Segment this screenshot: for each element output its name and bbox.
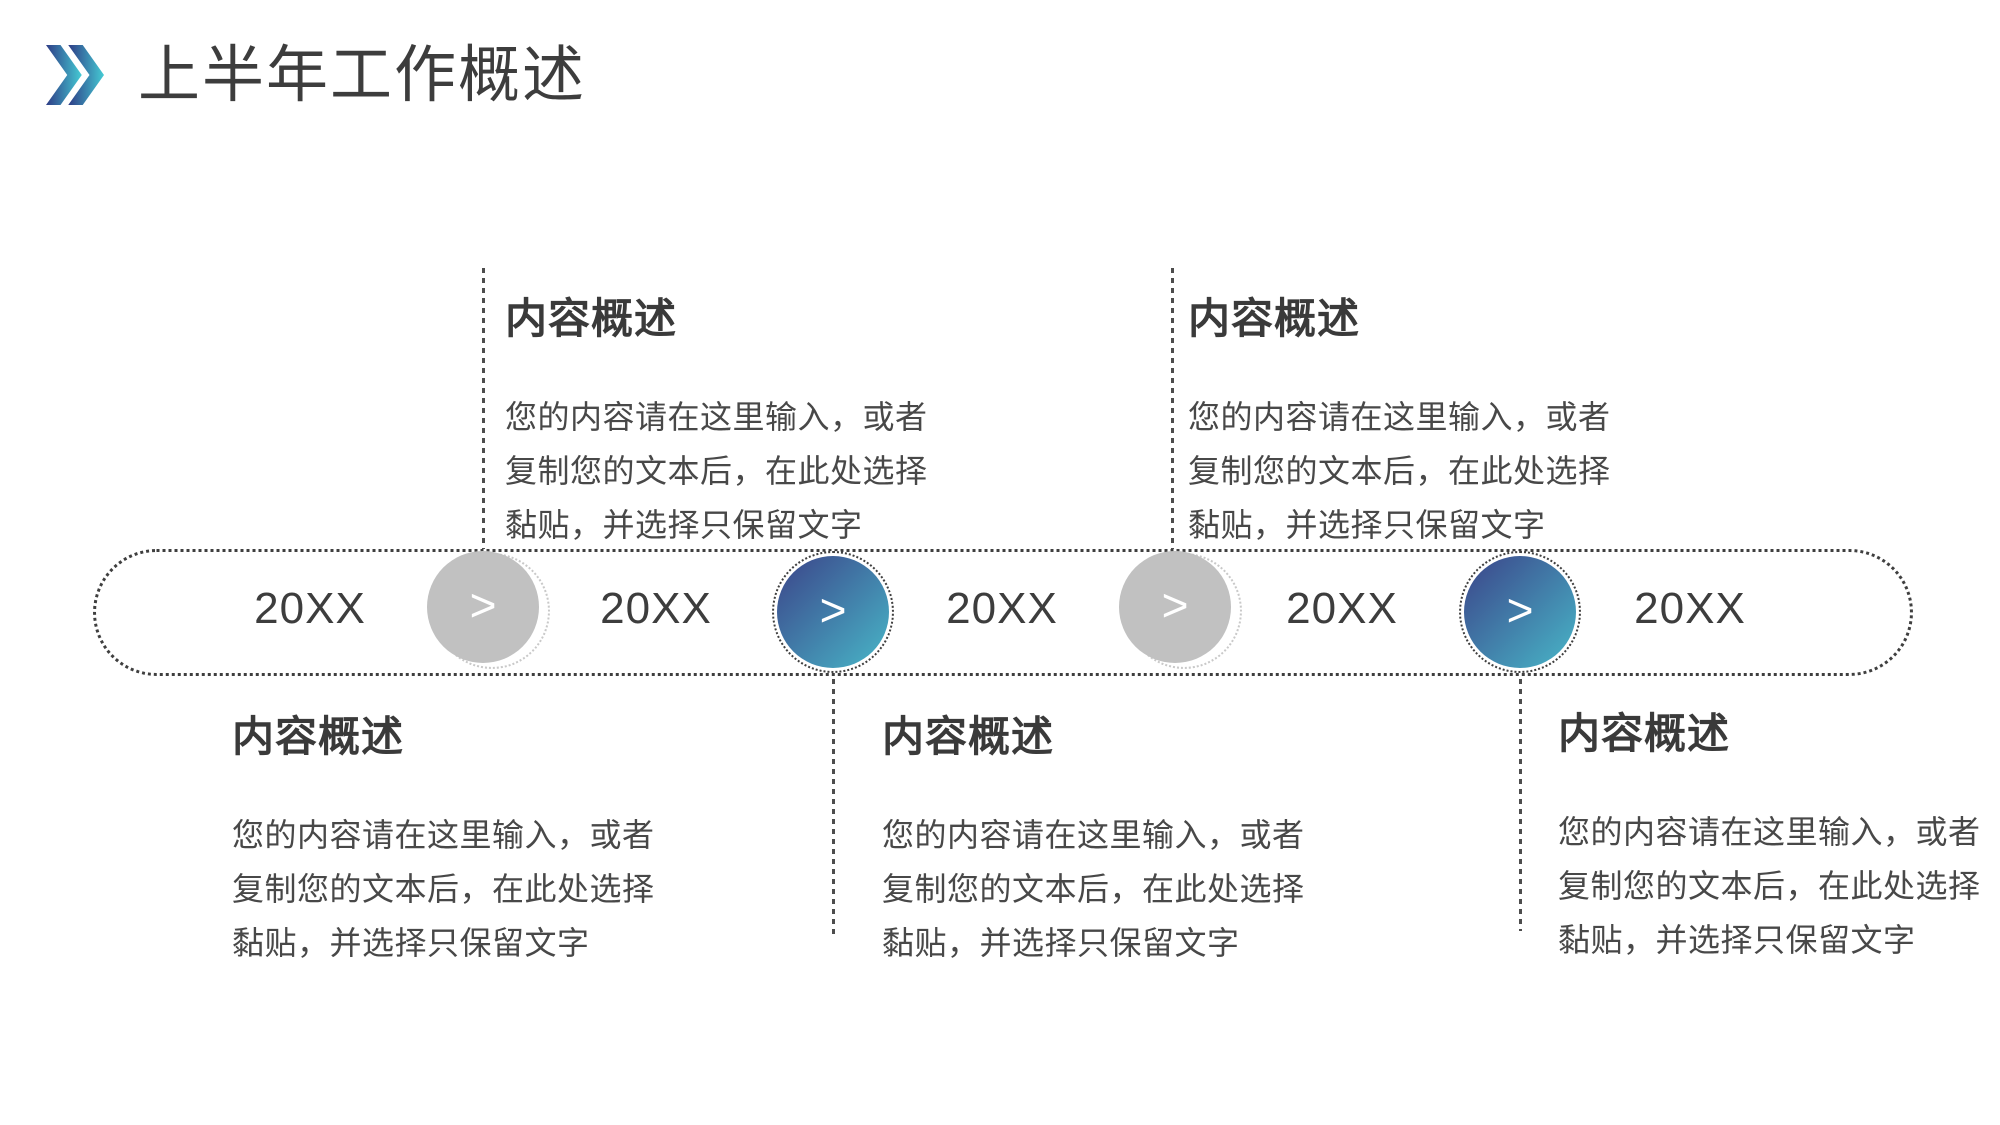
connector-line-bottom-2 [1519, 679, 1522, 931]
content-block-bottom-1: 内容概述 您的内容请在这里输入，或者 复制您的文本后，在此处选择 黏贴，并选择只… [232, 703, 702, 970]
block-body-line: 您的内容请在这里输入，或者 [882, 817, 1305, 853]
connector-line-top-2 [1171, 268, 1174, 549]
block-body-line: 黏贴，并选择只保留文字 [505, 507, 863, 543]
connector-circle-blue-1: > [772, 551, 894, 673]
block-body-line: 您的内容请在这里输入，或者 [505, 399, 928, 435]
blue-gradient-fill: > [1464, 556, 1576, 668]
year-label-3: 20XX [946, 584, 1058, 633]
chevron-right-glyph: > [1506, 584, 1534, 636]
timeline-band [93, 549, 1913, 676]
connector-line-bottom-1 [832, 679, 835, 939]
block-body-line: 复制您的文本后，在此处选择 [505, 453, 928, 489]
block-body-line: 您的内容请在这里输入，或者 [232, 817, 655, 853]
block-body-line: 黏贴，并选择只保留文字 [1188, 507, 1546, 543]
content-block-bottom-2: 内容概述 您的内容请在这里输入，或者 复制您的文本后，在此处选择 黏贴，并选择只… [882, 703, 1352, 970]
connector-circle-gray-1: > [427, 551, 539, 663]
block-heading: 内容概述 [1558, 710, 1731, 757]
connector-circle-gray-2: > [1119, 551, 1231, 663]
block-body-line: 黏贴，并选择只保留文字 [882, 925, 1240, 961]
block-body-line: 黏贴，并选择只保留文字 [232, 925, 590, 961]
year-label-2: 20XX [600, 584, 712, 633]
chevron-right-glyph: > [469, 579, 497, 631]
block-body-line: 复制您的文本后，在此处选择 [232, 871, 655, 907]
blue-gradient-fill: > [777, 556, 889, 668]
content-block-top-1: 内容概述 您的内容请在这里输入，或者 复制您的文本后，在此处选择 黏贴，并选择只… [505, 285, 975, 552]
year-label-1: 20XX [254, 584, 366, 633]
block-body-line: 复制您的文本后，在此处选择 [1188, 453, 1611, 489]
double-chevron-right-icon [46, 45, 104, 105]
year-label-5: 20XX [1634, 584, 1746, 633]
block-body-line: 您的内容请在这里输入，或者 [1558, 814, 1981, 850]
block-heading: 内容概述 [505, 295, 678, 342]
year-label-4: 20XX [1286, 584, 1398, 633]
block-body-line: 复制您的文本后，在此处选择 [1558, 868, 1981, 904]
content-block-top-2: 内容概述 您的内容请在这里输入，或者 复制您的文本后，在此处选择 黏贴，并选择只… [1188, 285, 1658, 552]
chevron-right-glyph: > [819, 584, 847, 636]
block-heading: 内容概述 [1188, 295, 1361, 342]
block-body-line: 复制您的文本后，在此处选择 [882, 871, 1305, 907]
connector-circle-blue-2: > [1459, 551, 1581, 673]
content-block-bottom-3: 内容概述 您的内容请在这里输入，或者 复制您的文本后，在此处选择 黏贴，并选择只… [1558, 700, 2000, 967]
block-heading: 内容概述 [882, 713, 1055, 760]
block-body-line: 黏贴，并选择只保留文字 [1558, 922, 1916, 958]
block-body-line: 您的内容请在这里输入，或者 [1188, 399, 1611, 435]
page-title: 上半年工作概述 [138, 41, 587, 110]
block-heading: 内容概述 [232, 713, 405, 760]
chevron-right-glyph: > [1161, 579, 1189, 631]
connector-line-top-1 [482, 268, 485, 549]
